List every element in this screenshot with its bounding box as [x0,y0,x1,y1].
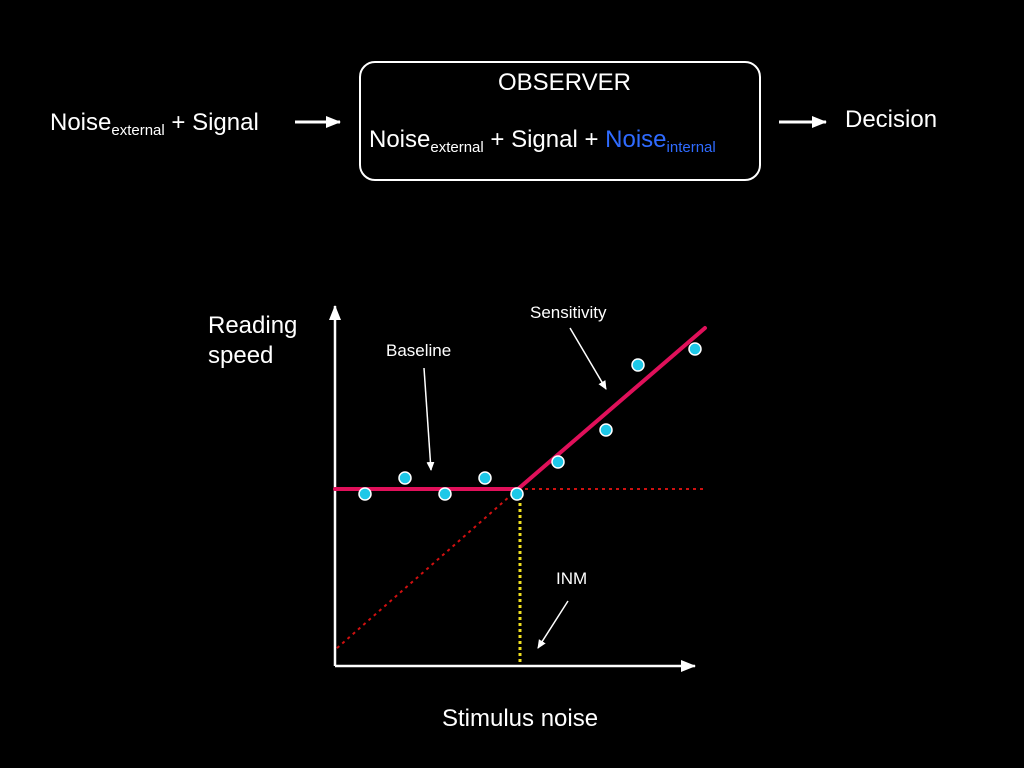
input-label: Noiseexternal + Signal [50,109,259,139]
sensitivity-annotation: Sensitivity [530,303,607,322]
decision-label: Decision [845,106,938,133]
y-axis-label-line1: Reading [208,312,298,339]
data-point [398,471,412,485]
data-point [688,342,702,356]
data-point [631,358,645,372]
data-points [358,342,702,501]
baseline-annotation: Baseline [386,341,452,360]
fit-line [333,326,707,491]
inm-pointer-arrow [537,600,569,649]
baseline-pointer-arrow [423,367,435,471]
observer-box [359,61,761,181]
y-axis-label-line2: speed [208,342,274,369]
data-point [478,471,492,485]
x-axis-label: Stimulus noise [442,705,599,732]
data-point [551,455,565,469]
observer-title: OBSERVER [498,69,631,96]
sensitivity-pointer-arrow [569,327,607,390]
data-point [358,487,372,501]
observer-formula: Noiseexternal + Signal + Noiseinternal [369,126,716,156]
data-point [599,423,613,437]
data-point [510,487,524,501]
internal-noise-term: Noiseinternal [605,126,716,156]
data-point [438,487,452,501]
sensitivity-extension-dotted [335,488,519,650]
inm-annotation: INM [556,569,588,588]
